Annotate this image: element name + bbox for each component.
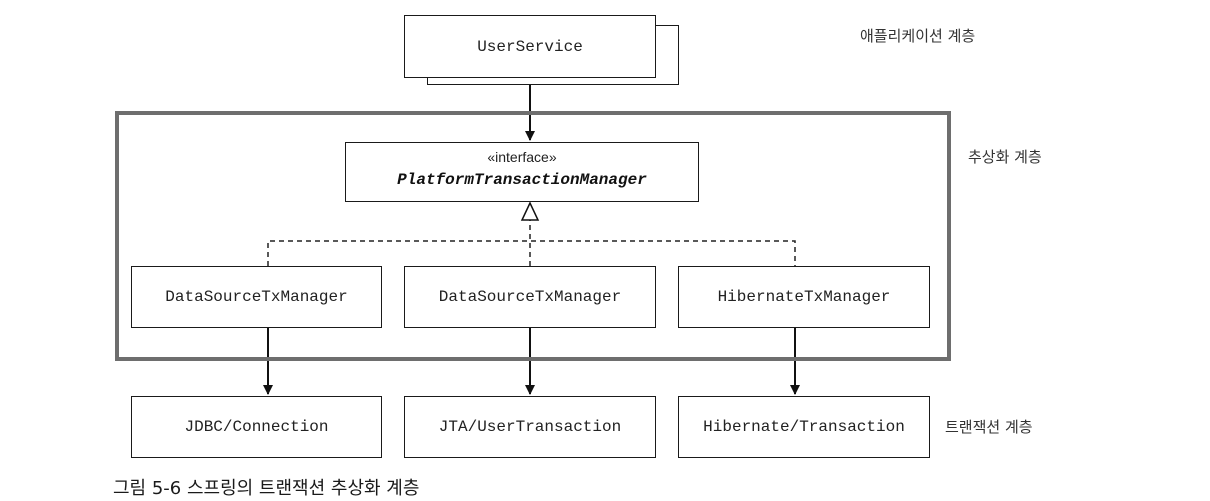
resource-box-3: Hibernate/Transaction — [678, 396, 930, 458]
application-layer-label: 애플리케이션 계층 — [860, 27, 976, 45]
interface-stereotype: «interface» — [487, 149, 557, 165]
figure-caption: 그림 5-6 스프링의 트랜잭션 추상화 계층 — [113, 478, 420, 499]
transaction-layer-label: 트랜잭션 계층 — [945, 418, 1033, 436]
resource-label-1: JDBC/Connection — [184, 418, 329, 436]
resource-box-1: JDBC/Connection — [131, 396, 382, 458]
resource-label-3: Hibernate/Transaction — [703, 418, 905, 436]
manager-label-3: HibernateTxManager — [717, 288, 891, 306]
resource-label-2: JTA/UserTransaction — [438, 418, 622, 436]
abstraction-layer-frame — [115, 111, 951, 361]
abstraction-layer-label: 추상화 계층 — [968, 148, 1042, 166]
manager-box-1: DataSourceTxManager — [131, 266, 382, 328]
realization-triangle-icon — [520, 201, 540, 221]
realization-dashed-lines — [267, 220, 796, 266]
manager-box-3: HibernateTxManager — [678, 266, 930, 328]
user-service-label: UserService — [477, 37, 583, 56]
interface-name: PlatformTransactionManager — [397, 171, 647, 189]
user-service-box: UserService — [404, 15, 656, 78]
manager-box-2: DataSourceTxManager — [404, 266, 656, 328]
manager-label-1: DataSourceTxManager — [165, 288, 348, 306]
manager-label-2: DataSourceTxManager — [438, 288, 622, 306]
platform-transaction-manager-box: «interface» PlatformTransactionManager — [345, 142, 699, 202]
resource-box-2: JTA/UserTransaction — [404, 396, 656, 458]
